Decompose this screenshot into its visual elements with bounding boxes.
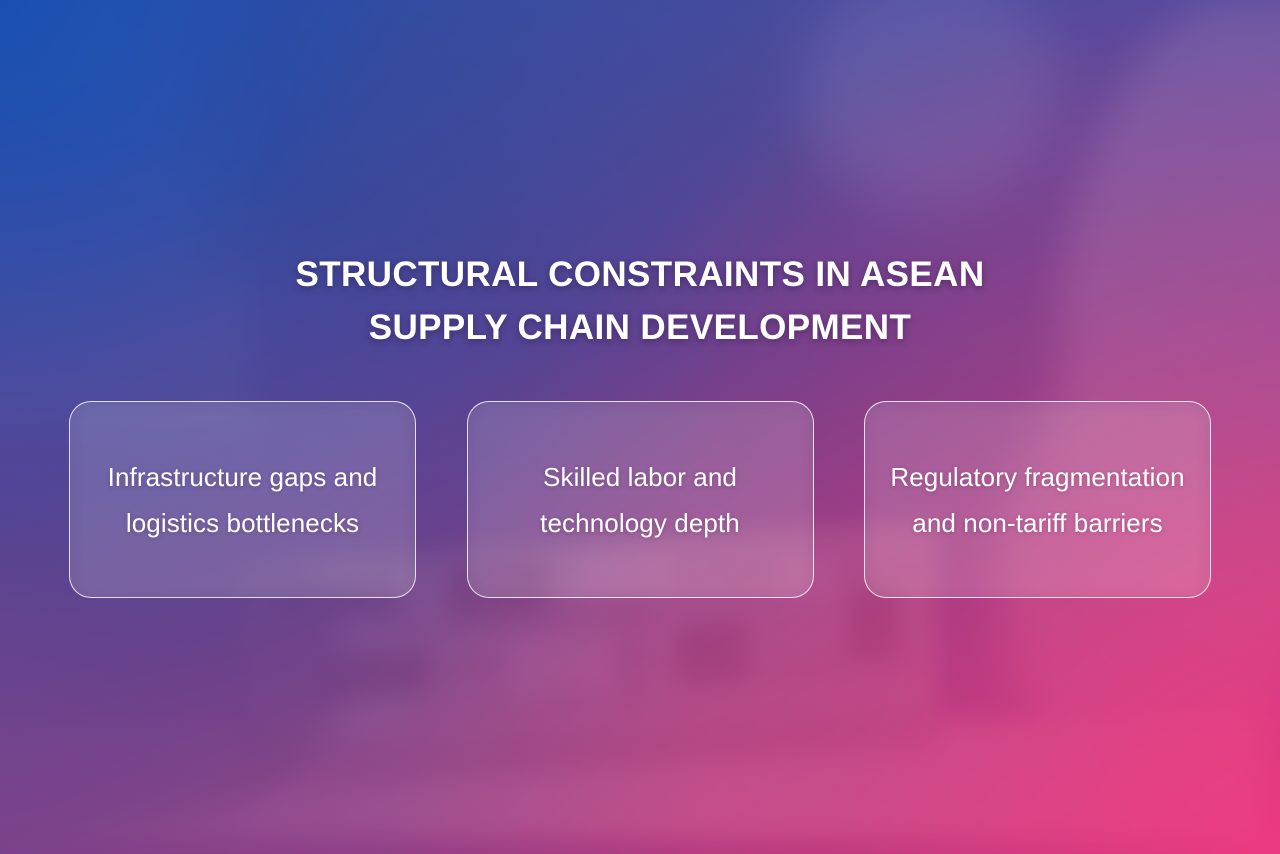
- constraint-card-infrastructure[interactable]: Infrastructure gaps and logistics bottle…: [69, 401, 416, 598]
- page-title-line-1: STRUCTURAL CONSTRAINTS IN ASEAN: [295, 255, 985, 294]
- constraint-card-label: Regulatory fragmentation and non-tariff …: [890, 461, 1185, 538]
- page-title: STRUCTURAL CONSTRAINTS IN ASEAN SUPPLY C…: [190, 248, 1090, 354]
- constraint-card-label: Infrastructure gaps and logistics bottle…: [107, 461, 378, 538]
- constraint-card-list: Infrastructure gaps and logistics bottle…: [69, 401, 1211, 598]
- constraint-card-label: Skilled labor and technology depth: [540, 461, 740, 538]
- page-title-line-2: SUPPLY CHAIN DEVELOPMENT: [368, 308, 912, 347]
- constraint-card-regulatory[interactable]: Regulatory fragmentation and non-tariff …: [864, 401, 1211, 598]
- constraint-card-skilled-labor[interactable]: Skilled labor and technology depth: [466, 401, 814, 598]
